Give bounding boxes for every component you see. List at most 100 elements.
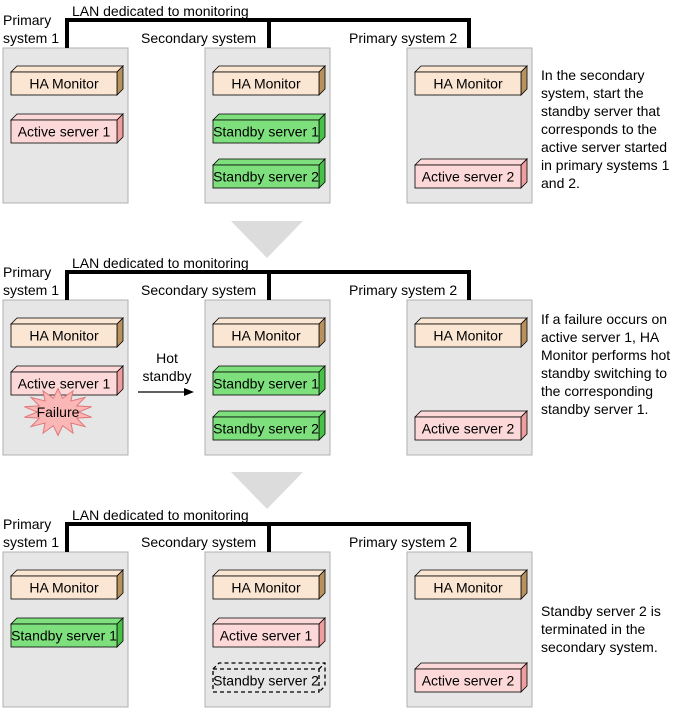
box-front-face xyxy=(212,323,320,348)
panel-3-p1-server-2: Standby server 1 xyxy=(10,617,124,648)
panel-3-lan-line xyxy=(65,522,471,552)
server-label: Standby server 1 xyxy=(213,376,319,392)
panel-3-p2-ha-monitor: HA Monitor xyxy=(414,569,528,600)
box-top-face xyxy=(414,158,528,166)
panel-3-primary-system-1-label-line-2: system 1 xyxy=(3,534,59,550)
box-front-face xyxy=(212,164,320,189)
panel-3-secondary-system-label: Secondary system xyxy=(141,534,256,550)
server-label: HA Monitor xyxy=(29,580,99,596)
terminated-edge xyxy=(318,662,326,670)
panel-3-primary-system-1-label-line-1: Primary xyxy=(3,516,51,532)
server-label: Active server 1 xyxy=(18,376,111,392)
server-label: Active server 1 xyxy=(220,628,313,644)
step-2-description: If a failure occurs on active server 1, … xyxy=(541,311,671,417)
box-top-face xyxy=(10,365,124,373)
panel-1-sec-server-3: Standby server 2 xyxy=(212,158,326,189)
server-label: HA Monitor xyxy=(433,76,503,92)
server-label: Standby server 2 xyxy=(213,169,319,185)
panel-3-primary-system-2-label: Primary system 2 xyxy=(349,534,457,550)
box-front-face xyxy=(414,164,522,189)
panel-3-sec-server-2: Active server 1 xyxy=(212,617,326,648)
box-front-face xyxy=(414,575,522,600)
box-front-face xyxy=(414,668,522,693)
server-label: Active server 2 xyxy=(422,421,515,437)
panel-1-p1-ha-monitor: HA Monitor xyxy=(10,65,124,96)
down-arrow-1-icon xyxy=(231,221,303,258)
server-label: Standby server 2 xyxy=(213,421,319,437)
panel-3-sec-ha-monitor: HA Monitor xyxy=(212,569,326,600)
box-top-face xyxy=(10,65,124,73)
panel-2-sec-ha-monitor: HA Monitor xyxy=(212,317,326,348)
box-front-face xyxy=(414,71,522,96)
panel-1-secondary-system-label: Secondary system xyxy=(141,30,256,46)
server-label: HA Monitor xyxy=(231,76,301,92)
panel-1-p2-server-2: Active server 2 xyxy=(414,158,528,189)
box-top-face xyxy=(10,569,124,577)
box-top-face xyxy=(212,158,326,166)
panel-3-p2-server-2: Active server 2 xyxy=(414,662,528,693)
server-label: HA Monitor xyxy=(29,76,99,92)
box-front-face xyxy=(212,71,320,96)
box-front-face xyxy=(414,323,522,348)
box-front-face xyxy=(212,119,320,144)
box-top-face xyxy=(10,113,124,121)
server-label: Standby server 2 xyxy=(213,673,319,689)
panel-2-p1-server-2: Active server 1 xyxy=(10,365,124,396)
panel-2-sec-server-2: Standby server 1 xyxy=(212,365,326,396)
box-front-face xyxy=(10,371,118,396)
panel-1-primary-system-1-label-line-1: Primary xyxy=(3,12,51,28)
panel-1-p2-ha-monitor: HA Monitor xyxy=(414,65,528,96)
box-front-face xyxy=(10,119,118,144)
panel-1-primary-system-2-label: Primary system 2 xyxy=(349,30,457,46)
server-label: Active server 2 xyxy=(422,169,515,185)
panel-2-primary-system-2-label: Primary system 2 xyxy=(349,282,457,298)
server-label: Standby server 1 xyxy=(213,124,319,140)
box-top-face xyxy=(10,317,124,325)
box-front-face xyxy=(212,575,320,600)
panel-1-lan-line xyxy=(65,18,471,48)
box-front-face xyxy=(414,416,522,441)
terminated-front xyxy=(212,668,320,693)
box-top-face xyxy=(414,662,528,670)
box-front-face xyxy=(212,416,320,441)
server-label: HA Monitor xyxy=(433,328,503,344)
panel-2-p1-ha-monitor: HA Monitor xyxy=(10,317,124,348)
box-top-face xyxy=(212,365,326,373)
panel-2-failure-label: Failure xyxy=(37,404,80,420)
down-arrow-2-icon xyxy=(231,472,303,509)
panel-3-lan-label: LAN dedicated to monitoring xyxy=(72,507,249,523)
box-top-face xyxy=(414,317,528,325)
panel-2-sec-server-3: Standby server 2 xyxy=(212,410,326,441)
panel-3-p1-ha-monitor: HA Monitor xyxy=(10,569,124,600)
box-top-face xyxy=(212,65,326,73)
panel-2-lan-label: LAN dedicated to monitoring xyxy=(72,255,249,271)
box-front-face xyxy=(10,323,118,348)
box-top-face xyxy=(414,569,528,577)
panel-1-lan-label: LAN dedicated to monitoring xyxy=(72,3,249,19)
box-front-face xyxy=(212,371,320,396)
box-front-face xyxy=(10,623,118,648)
box-top-face xyxy=(10,617,124,625)
box-top-face xyxy=(212,410,326,418)
panel-2-hot-standby-arrow-icon xyxy=(184,388,194,396)
panel-1-primary-system-1-label-line-2: system 1 xyxy=(3,30,59,46)
box-top-face xyxy=(212,113,326,121)
server-label: HA Monitor xyxy=(231,580,301,596)
box-top-face xyxy=(414,65,528,73)
server-label: Active server 2 xyxy=(422,673,515,689)
box-top-face xyxy=(212,617,326,625)
server-label: HA Monitor xyxy=(231,328,301,344)
box-front-face xyxy=(212,623,320,648)
step-1-description: In the secondary system, start the stand… xyxy=(541,67,670,191)
box-front-face xyxy=(10,575,118,600)
box-top-face xyxy=(212,569,326,577)
server-label: Active server 1 xyxy=(18,124,111,140)
panel-1-sec-ha-monitor: HA Monitor xyxy=(212,65,326,96)
server-label: Standby server 1 xyxy=(11,628,117,644)
panel-2-hot-standby-label-line-1: Hot xyxy=(156,350,178,366)
panel-2-p2-server-2: Active server 2 xyxy=(414,410,528,441)
panel-1-sec-server-2: Standby server 1 xyxy=(212,113,326,144)
panel-3-sec-server-3: Standby server 2 xyxy=(212,662,326,693)
